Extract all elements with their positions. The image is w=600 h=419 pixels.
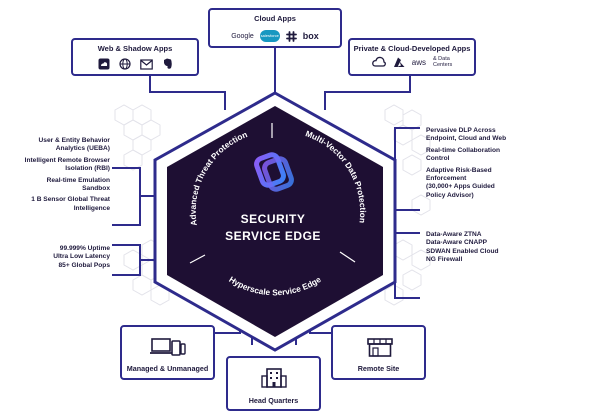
adaptive-line3: (30,000+ Apps Guided: [426, 183, 495, 191]
sensor-line1: 1 B Sensor Global Threat: [31, 196, 110, 204]
right-zero-trust-list: Data-Aware ZTNA Data-Aware CNAPP SDWAN E…: [426, 231, 546, 265]
left-threat-item-3: Real-time Emulation Sandbox: [2, 177, 110, 194]
cloud-apps-box: Cloud Apps Google salesforce box: [208, 8, 342, 48]
connector-web-apps: [149, 75, 226, 110]
salesforce-icon: salesforce: [259, 30, 280, 42]
sensor-line2: Intelligence: [73, 204, 110, 212]
rbi-line1: Intelligent Remote Browser: [24, 156, 110, 164]
remote-site-box: Remote Site: [331, 325, 426, 380]
web-shadow-icons: [73, 58, 197, 70]
collab-line1: Real-time Collaboration: [426, 146, 501, 154]
box-logo: box: [302, 31, 319, 41]
left-threat-item-4: 1 B Sensor Global Threat Intelligence: [2, 196, 110, 213]
building-icon: [261, 368, 287, 388]
head-quarters-box: Head Quarters: [226, 356, 321, 411]
right-data-item-1: Pervasive DLP Across Endpoint, Cloud and…: [426, 127, 546, 144]
aws-logo: aws: [411, 57, 426, 67]
connector-private-apps: [324, 75, 411, 110]
left-threat-list: User & Entity Behavior Analytics (UEBA) …: [2, 137, 110, 216]
head-quarters-label: Head Quarters: [248, 396, 299, 405]
latency-text: Ultra Low Latency: [53, 253, 110, 261]
adaptive-line4: Policy Advisor): [426, 191, 474, 199]
cloud-apps-logos: Google salesforce box: [210, 30, 340, 42]
adaptive-line1: Adaptive Risk-Based: [426, 166, 492, 174]
center-title-line2: SERVICE EDGE: [225, 229, 321, 243]
sandbox-line2: Sandbox: [82, 185, 110, 193]
separator-left: [189, 254, 206, 264]
dlp-line1: Pervasive DLP Across: [426, 127, 496, 134]
globe-icon: [118, 58, 131, 70]
cloud-apps-title: Cloud Apps: [254, 14, 296, 23]
left-threat-item-1: User & Entity Behavior Analytics (UEBA): [2, 137, 110, 154]
mail-icon: [139, 58, 153, 70]
right-data-item-3: Adaptive Risk-Based Enforcement (30,000+…: [426, 167, 546, 201]
web-shadow-apps-title: Web & Shadow Apps: [97, 44, 173, 53]
private-apps-title: Private & Cloud-Developed Apps: [353, 44, 471, 53]
inner-hexagon: [167, 106, 383, 337]
bracket-left-scale: [112, 244, 141, 276]
google-logo: Google: [231, 32, 254, 40]
left-threat-item-2: Intelligent Remote Browser Isolation (RB…: [2, 157, 110, 174]
ng-firewall-text: NG Firewall: [426, 256, 463, 264]
devices-icon: [150, 338, 186, 356]
sdwan-text: SDWAN Enabled Cloud: [426, 247, 499, 255]
center-title-line1: SECURITY: [240, 212, 306, 226]
private-apps-logos: aws & Data Centers: [350, 56, 474, 68]
separator-right: [339, 251, 356, 263]
ueba-line1: User & Entity Behavior: [38, 137, 110, 144]
managed-unmanaged-box: Managed & Unmanaged: [120, 325, 215, 380]
ztna-text: Data-Aware ZTNA: [426, 231, 482, 238]
right-data-item-2: Real-time Collaboration Control: [426, 147, 546, 164]
private-apps-box: Private & Cloud-Developed Apps aws & Dat…: [348, 38, 476, 76]
store-icon: [367, 338, 393, 357]
slack-icon: [285, 30, 297, 42]
remote-site-label: Remote Site: [357, 364, 400, 373]
bracket-left-threat: [112, 167, 141, 226]
collab-line2: Control: [426, 155, 450, 163]
global-pops-text: 85+ Global Pops: [58, 261, 111, 269]
uptime-text: 99.999% Uptime: [59, 245, 110, 252]
rbi-line2: Isolation (RBI): [65, 165, 110, 173]
ueba-line2: Analytics (UEBA): [55, 145, 110, 153]
sse-logo-icon: [254, 152, 294, 192]
data-centers-label: & Data Centers: [433, 56, 452, 68]
evernote-icon: [163, 58, 172, 69]
data-centers-line1: & Data: [432, 56, 450, 62]
managed-unmanaged-label: Managed & Unmanaged: [126, 364, 209, 373]
web-shadow-apps-box: Web & Shadow Apps: [71, 38, 199, 76]
data-centers-line2: Centers: [432, 62, 453, 68]
azure-icon: [393, 57, 405, 67]
gcp-icon: [371, 56, 386, 67]
sandbox-line1: Real-time Emulation: [46, 176, 110, 184]
adaptive-line2: Enforcement: [426, 175, 467, 183]
dlp-line2: Endpoint, Cloud and Web: [426, 135, 507, 143]
cnapp-text: Data-Aware CNAPP: [426, 239, 488, 247]
cloud-icon: [98, 58, 109, 70]
right-data-list: Pervasive DLP Across Endpoint, Cloud and…: [426, 127, 546, 203]
left-scale-list: 99.999% Uptime Ultra Low Latency 85+ Glo…: [2, 245, 110, 270]
